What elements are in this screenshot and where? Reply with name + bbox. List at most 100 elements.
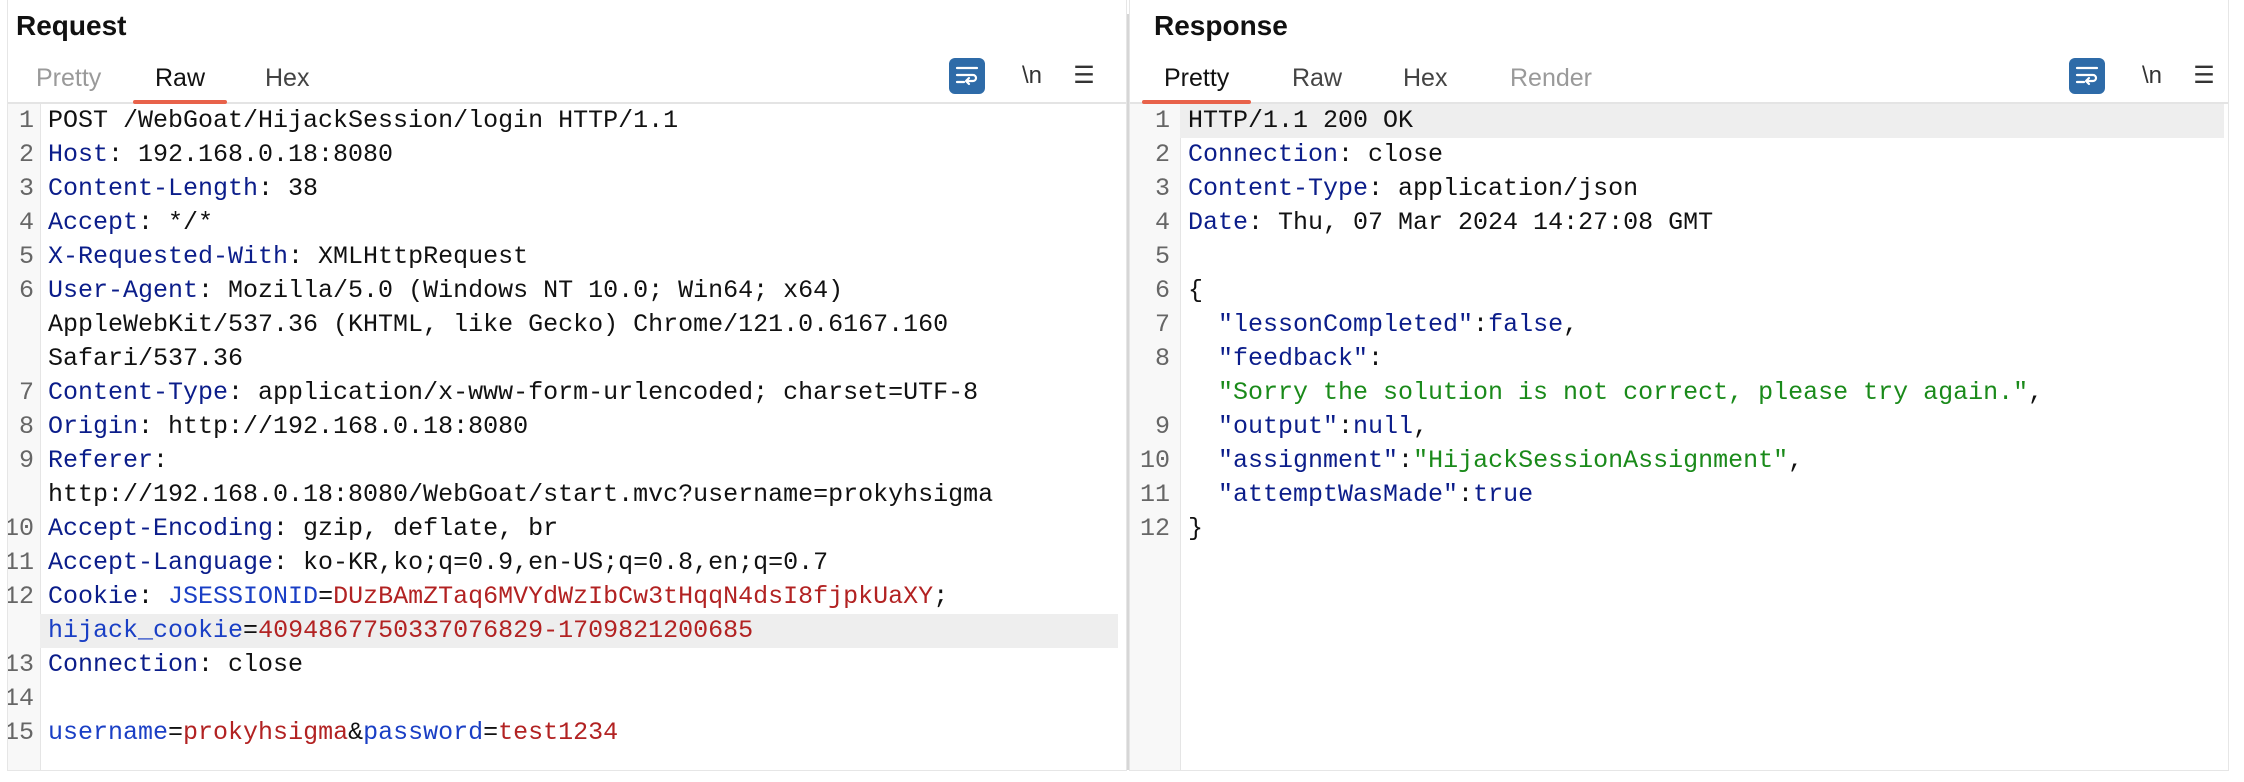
code-token: : gzip, deflate, br <box>273 514 559 543</box>
code-token: : <box>153 446 169 475</box>
code-token: , <box>1788 446 1804 475</box>
code-token: JSESSIONID <box>168 582 319 611</box>
code-line[interactable]: Connection: close <box>48 648 303 682</box>
code-token: : Mozilla/5.0 (Windows NT 10.0; Win64; x… <box>198 276 844 305</box>
wrap-lines-icon <box>955 66 979 86</box>
code-line[interactable]: "Sorry the solution is not correct, plea… <box>1188 376 2043 410</box>
code-token: Connection <box>1188 140 1339 169</box>
code-line[interactable]: hijack_cookie=4094867750337076829-170982… <box>48 614 753 648</box>
code-line[interactable]: Content-Type: application/x-www-form-url… <box>48 376 978 410</box>
code-line[interactable]: "output":null, <box>1188 410 1428 444</box>
code-line[interactable]: } <box>1188 512 1203 546</box>
code-line[interactable]: "assignment":"HijackSessionAssignment", <box>1188 444 1803 478</box>
request-newline-toggle[interactable]: \n <box>1021 62 1042 89</box>
code-token: : 38 <box>258 174 319 203</box>
line-number: 12 <box>1139 514 1170 543</box>
response-title: Response <box>1154 10 1288 41</box>
line-number: 5 <box>1154 242 1170 271</box>
code-token: : <box>138 582 169 611</box>
line-number <box>1130 376 1170 410</box>
code-line[interactable]: Origin: http://192.168.0.18:8080 <box>48 410 528 444</box>
code-token: Host <box>48 140 109 169</box>
code-token: "HijackSessionAssignment" <box>1413 446 1789 475</box>
code-line[interactable]: "attemptWasMade":true <box>1188 478 1533 512</box>
code-token: , <box>1563 310 1579 339</box>
line-number: 9 <box>1154 412 1170 441</box>
response-tabs: Pretty Raw Hex Render \n ☰ <box>1130 52 2228 104</box>
code-token: username <box>48 718 169 747</box>
code-token: : ko-KR,ko;q=0.9,en-US;q=0.8,en;q=0.7 <box>273 548 829 577</box>
line-number: 1 <box>1154 106 1170 135</box>
code-token: : Thu, 07 Mar 2024 14:27:08 GMT <box>1248 208 1714 237</box>
code-line[interactable]: X-Requested-With: XMLHttpRequest <box>48 240 528 274</box>
response-wrap-lines-button[interactable] <box>2069 58 2105 94</box>
line-number: 3 <box>18 174 34 203</box>
code-line[interactable]: Connection: close <box>1188 138 1443 172</box>
code-token: Cookie <box>48 582 139 611</box>
code-line[interactable]: Date: Thu, 07 Mar 2024 14:27:08 GMT <box>1188 206 1713 240</box>
code-token: = <box>318 582 334 611</box>
request-line-gutter <box>8 104 41 770</box>
code-line[interactable]: HTTP/1.1 200 OK <box>1188 104 1413 138</box>
code-line[interactable]: Cookie: JSESSIONID=DUzBAmZTaq6MVYdWzIbCw… <box>48 580 948 614</box>
code-line[interactable]: User-Agent: Mozilla/5.0 (Windows NT 10.0… <box>48 274 843 308</box>
code-token: ; <box>933 582 949 611</box>
code-line[interactable]: "lessonCompleted":false, <box>1188 308 1578 342</box>
code-line[interactable]: Accept-Language: ko-KR,ko;q=0.9,en-US;q=… <box>48 546 828 580</box>
response-editor[interactable]: 1 HTTP/1.1 200 OK 2 Connection: close 3 Conte… <box>1130 104 2228 770</box>
request-tab-hex[interactable]: Hex <box>265 64 310 92</box>
code-token: X-Requested-With <box>48 242 289 271</box>
code-line[interactable]: username=prokyhsigma&password=test1234 <box>48 716 618 750</box>
line-number: 15 <box>8 718 34 747</box>
response-line-gutter <box>1130 104 1181 770</box>
line-number: 2 <box>18 140 34 169</box>
request-menu-icon[interactable]: ☰ <box>1073 62 1095 89</box>
response-newline-toggle[interactable]: \n <box>2141 62 2162 89</box>
code-token: password <box>363 718 484 747</box>
line-number: 3 <box>1154 174 1170 203</box>
code-line[interactable]: Accept-Encoding: gzip, deflate, br <box>48 512 558 546</box>
request-wrap-lines-button[interactable] <box>949 58 985 94</box>
code-token: "assignment" <box>1188 446 1399 475</box>
code-token: User-Agent <box>48 276 199 305</box>
request-tab-pretty[interactable]: Pretty <box>36 64 102 92</box>
response-tab-raw[interactable]: Raw <box>1292 64 1343 92</box>
code-line[interactable]: Referer: <box>48 444 168 478</box>
code-line[interactable]: { <box>1188 274 1203 308</box>
code-token: "attemptWasMade" <box>1188 480 1459 509</box>
line-number: 2 <box>1154 140 1170 169</box>
code-token: Content-Type <box>1188 174 1369 203</box>
code-token: : */* <box>138 208 214 237</box>
code-token: "feedback" <box>1188 344 1369 373</box>
code-token: = <box>483 718 499 747</box>
code-line[interactable]: Safari/537.36 <box>48 342 243 376</box>
code-token: : <box>1368 344 1384 373</box>
code-line[interactable]: POST /WebGoat/HijackSession/login HTTP/1… <box>48 104 678 138</box>
response-tab-render[interactable]: Render <box>1510 64 1592 92</box>
code-token: : <box>1473 310 1489 339</box>
request-tab-raw[interactable]: Raw <box>132 64 228 104</box>
wrap-lines-icon <box>2075 66 2099 86</box>
response-tab-hex[interactable]: Hex <box>1403 64 1448 92</box>
code-line[interactable]: Content-Length: 38 <box>48 172 318 206</box>
code-token: DUzBAmZTaq6MVYdWzIbCw3tHqqN4dsI8fjpkUaXY <box>333 582 934 611</box>
code-token: "lessonCompleted" <box>1188 310 1474 339</box>
code-line[interactable]: "feedback": <box>1188 342 1383 376</box>
line-number: 9 <box>18 446 34 475</box>
code-line[interactable]: Content-Type: application/json <box>1188 172 1638 206</box>
code-token: : close <box>1338 140 1444 169</box>
pane-divider[interactable] <box>1127 14 1130 770</box>
line-number: 12 <box>8 582 34 611</box>
code-token: : application/json <box>1368 174 1639 203</box>
code-line[interactable]: http://192.168.0.18:8080/WebGoat/start.m… <box>48 478 993 512</box>
response-tab-pretty[interactable]: Pretty <box>1141 64 1252 104</box>
code-line[interactable]: Host: 192.168.0.18:8080 <box>48 138 393 172</box>
code-line[interactable]: Accept: */* <box>48 206 213 240</box>
code-token: Safari/537.36 <box>48 344 244 373</box>
code-token: : 192.168.0.18:8080 <box>108 140 394 169</box>
line-number: 7 <box>18 378 34 407</box>
response-menu-icon[interactable]: ☰ <box>2193 62 2215 89</box>
code-line[interactable]: AppleWebKit/537.36 (KHTML, like Gecko) C… <box>48 308 948 342</box>
